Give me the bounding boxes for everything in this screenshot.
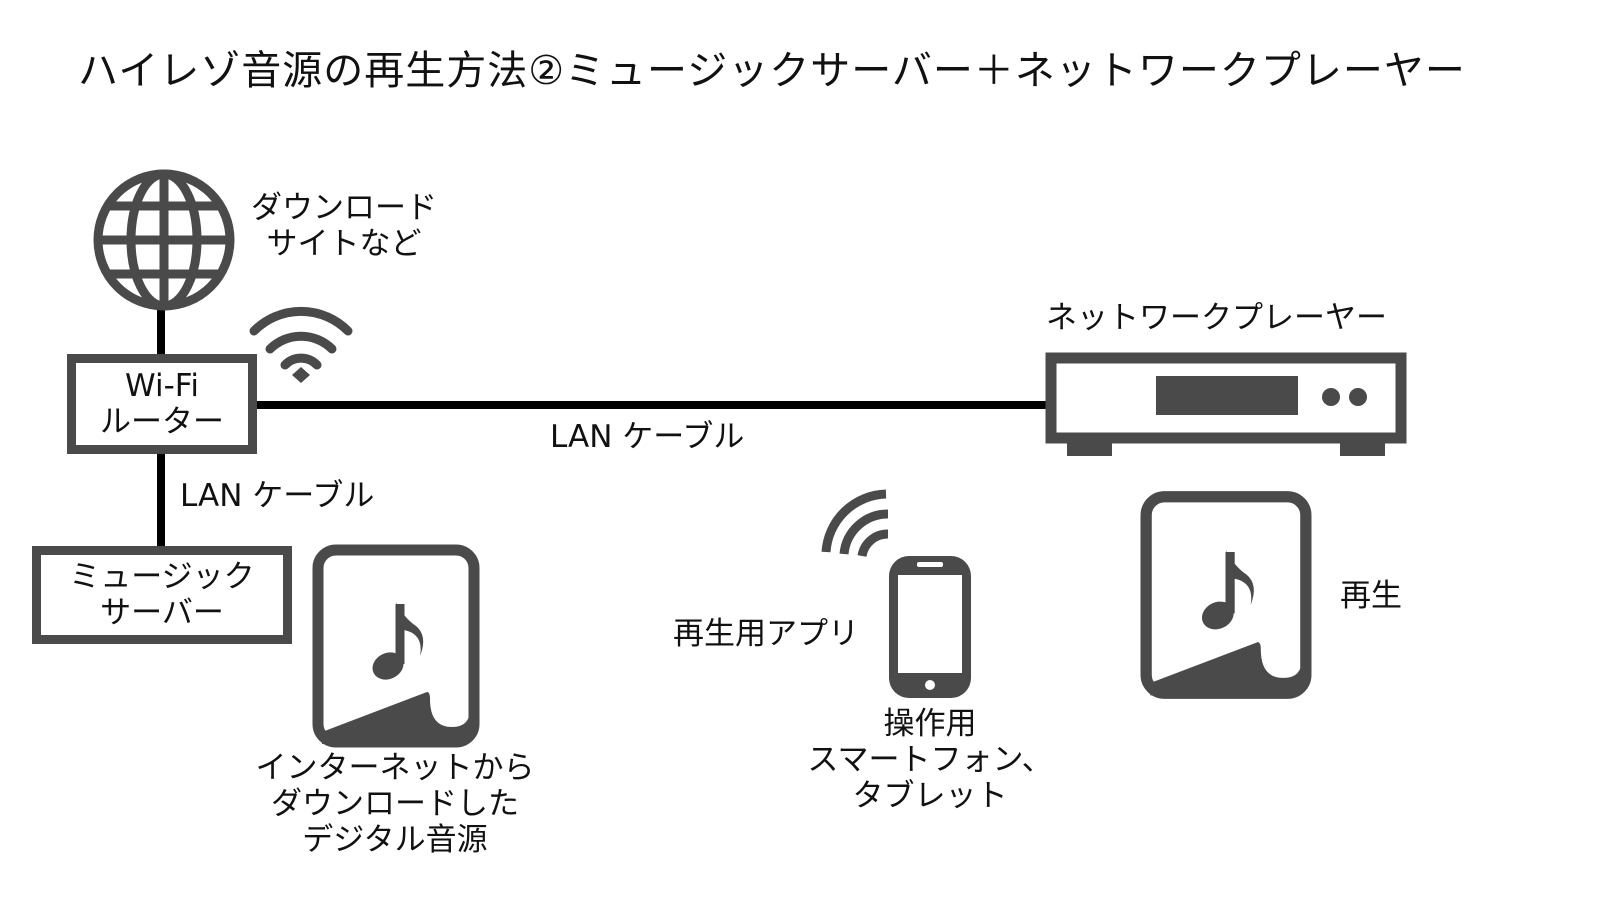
wifi-router-box: Wi-Fi ルーター bbox=[67, 354, 257, 454]
router-label-line1: Wi-Fi bbox=[125, 368, 199, 404]
lan-cable-router-player bbox=[256, 401, 1052, 409]
download-site-label-line2: サイトなど bbox=[266, 226, 422, 262]
wifi-icon bbox=[249, 306, 353, 383]
network-player-label: ネットワークプレーヤー bbox=[1046, 300, 1387, 336]
globe-icon bbox=[93, 169, 235, 311]
playback-app-label: 再生用アプリ bbox=[673, 616, 859, 652]
downloaded-audio-line2: ダウンロードした bbox=[271, 786, 519, 822]
playback-music-file-icon bbox=[1140, 491, 1312, 699]
smartphone-icon bbox=[889, 556, 971, 698]
playback-label: 再生 bbox=[1340, 578, 1402, 614]
controller-device-line3: タブレット bbox=[852, 778, 1008, 814]
music-server-label-line2: サーバー bbox=[100, 595, 224, 631]
download-site-label-line1: ダウンロード bbox=[251, 190, 437, 226]
download-site-label: ダウンロード サイトなど bbox=[244, 190, 444, 262]
downloaded-audio-line3: デジタル音源 bbox=[302, 822, 488, 858]
music-server-label-line1: ミュージック bbox=[69, 559, 255, 595]
controller-device-line2: スマートフォン、 bbox=[807, 742, 1053, 778]
music-file-icon bbox=[312, 544, 480, 748]
music-server-box: ミュージック サーバー bbox=[32, 546, 292, 644]
globe-router-line bbox=[157, 310, 165, 358]
lan-cable-label-server: LAN ケーブル bbox=[180, 478, 375, 514]
controller-device-line1: 操作用 bbox=[883, 706, 977, 742]
controller-device-label: 操作用 スマートフォン、 タブレット bbox=[790, 706, 1070, 814]
lan-cable-label-player: LAN ケーブル bbox=[550, 419, 745, 455]
wireless-signal-icon bbox=[821, 489, 889, 558]
router-label-line2: ルーター bbox=[100, 404, 224, 440]
diagram-title: ハイレゾ音源の再生方法②ミュージックサーバー＋ネットワークプレーヤー bbox=[78, 48, 1466, 94]
downloaded-audio-label: インターネットから ダウンロードした デジタル音源 bbox=[240, 750, 550, 858]
downloaded-audio-line1: インターネットから bbox=[255, 750, 535, 786]
network-player-icon bbox=[1045, 352, 1407, 456]
lan-cable-router-server bbox=[157, 453, 165, 549]
